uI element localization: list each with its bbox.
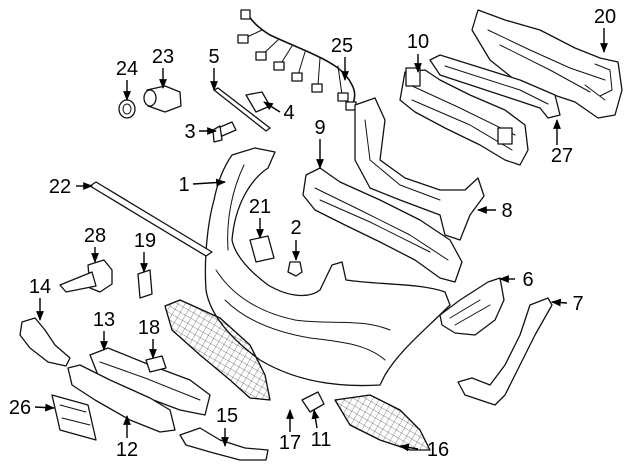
part-screw: [212, 121, 237, 143]
part-wiring-harness: [237, 9, 357, 111]
callout-11: 11: [311, 429, 332, 451]
part-trim-clip: [245, 91, 271, 113]
callout-23: 23: [152, 46, 174, 68]
callout-6: 6: [522, 269, 533, 291]
part-push-clip: [287, 261, 303, 277]
callout-19: 19: [134, 230, 156, 252]
part-upper-grille: [164, 299, 271, 401]
callout-26: 26: [9, 397, 31, 419]
callout-10: 10: [407, 31, 429, 53]
part-side-trim: [457, 297, 553, 406]
callout-16: 16: [427, 439, 449, 461]
callout-28: 28: [84, 225, 106, 247]
callout-5: 5: [208, 46, 219, 68]
part-impact-bar: [302, 97, 485, 283]
callout-12: 12: [116, 439, 138, 461]
part-sensor-ring: [118, 99, 136, 119]
callout-3: 3: [184, 121, 195, 143]
callout-22: 22: [49, 176, 71, 198]
part-license-bracket: [51, 394, 97, 441]
callout-8: 8: [501, 200, 512, 222]
callout-9: 9: [314, 117, 325, 139]
callout-2: 2: [290, 217, 301, 239]
part-cover-cap: [301, 391, 325, 413]
callout-18: 18: [138, 317, 160, 339]
part-parking-sensor: [143, 85, 182, 113]
callout-20: 20: [594, 6, 616, 28]
part-small-bracket: [137, 269, 153, 299]
part-side-bracket: [439, 277, 505, 336]
part-lower-grille: [334, 394, 431, 451]
part-control-module: [249, 235, 275, 263]
part-left-bracket: [19, 317, 71, 367]
part-lower-trim: [179, 427, 269, 461]
part-fog-lamp: [59, 259, 113, 293]
callout-13: 13: [93, 309, 115, 331]
part-absorber-bar: [399, 67, 529, 166]
callout-25: 25: [331, 35, 353, 57]
part-upper-support-bar: [471, 9, 623, 119]
callout-21: 21: [249, 196, 271, 218]
callout-7: 7: [572, 293, 583, 315]
leader-lines: [34, 28, 608, 452]
part-lower-spoiler: [67, 364, 176, 433]
callout-1: 1: [178, 174, 189, 196]
callout-24: 24: [116, 58, 138, 80]
callout-4: 4: [283, 102, 294, 124]
callout-14: 14: [29, 276, 51, 298]
callout-17: 17: [279, 432, 301, 454]
part-bumper-cover: [204, 147, 451, 387]
callout-labels: 1 2 3 4 5 6 7 8 9 10 11 12 13 14 15 16 1…: [9, 6, 616, 461]
callout-15: 15: [216, 405, 238, 427]
callout-27: 27: [551, 145, 573, 167]
part-rear-strip: [89, 181, 213, 257]
part-bar-bracket: [429, 54, 561, 119]
